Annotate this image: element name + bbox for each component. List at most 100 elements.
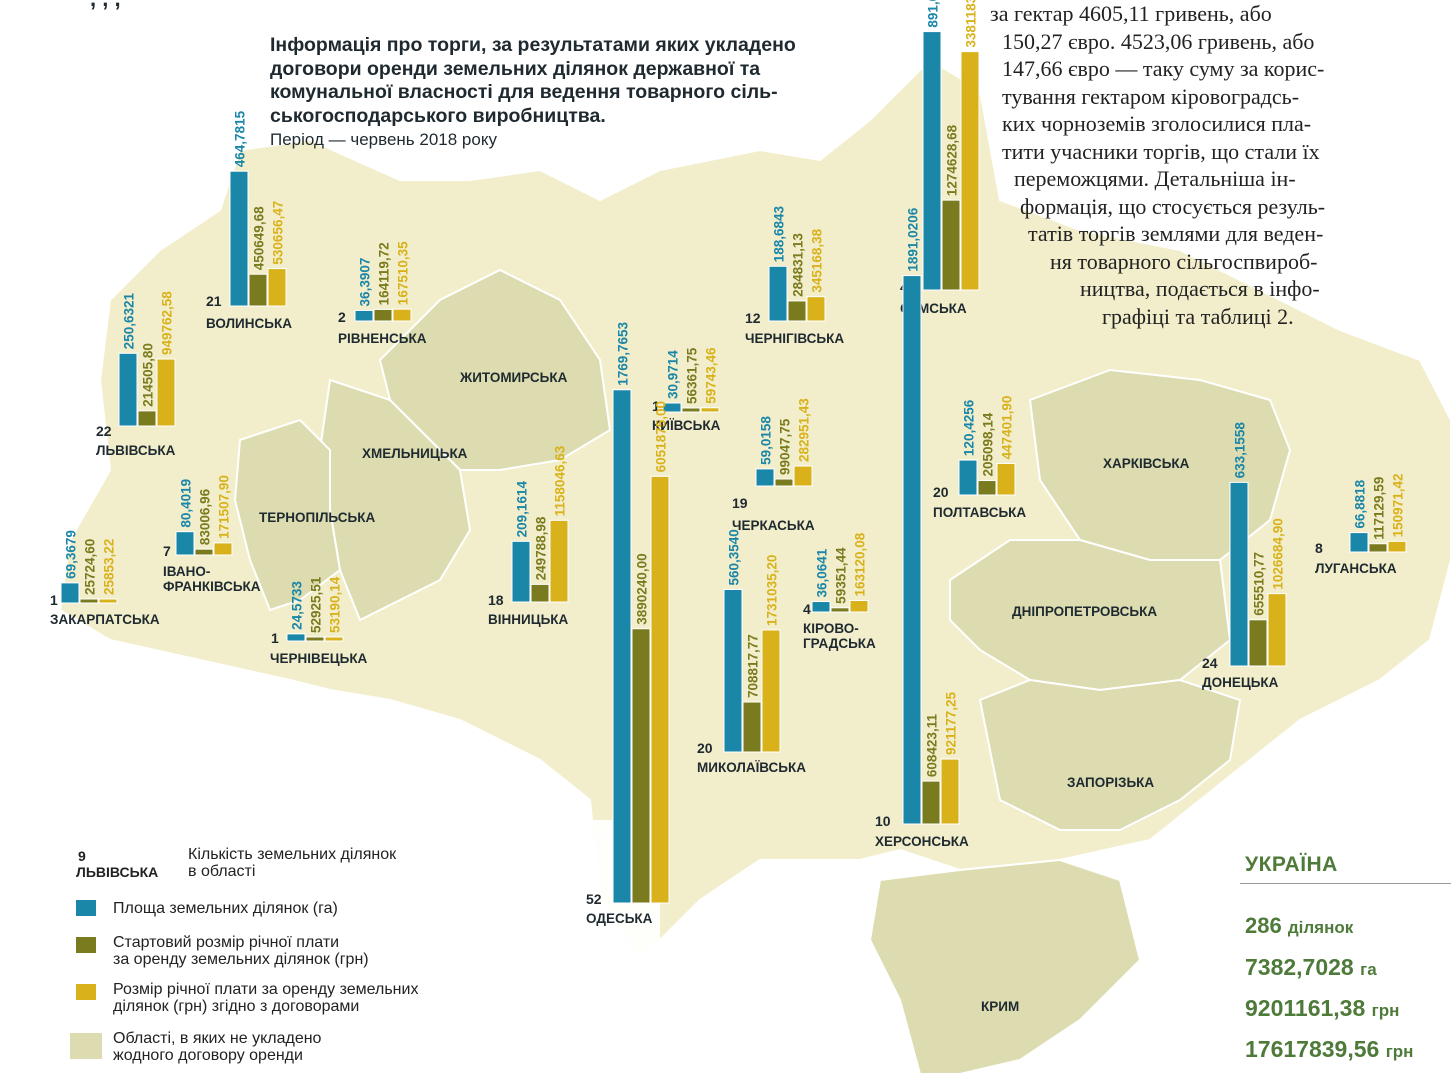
summary-plots: 286 ділянок <box>1245 913 1354 938</box>
count-рівненська: 2 <box>338 309 346 325</box>
bar-label-херсонська-start: 608423,11 <box>925 714 940 778</box>
bar-label-херсонська-area: 1891,0206 <box>906 207 921 271</box>
bar-label-одеська-start: 3890240,00 <box>635 553 650 624</box>
region-name-вінницька: ВІННИЦЬКА <box>488 612 569 627</box>
region-name-миколаївська: МИКОЛАЇВСЬКА <box>697 760 806 775</box>
bar-київська-start <box>681 407 701 413</box>
bar-label-волинська-start: 450649,68 <box>252 206 267 270</box>
bar-label-чернігівська-area: 188,6843 <box>772 205 787 262</box>
bar-чернігівська-area <box>768 265 788 322</box>
bar-label-кіровоградська-start: 59351,44 <box>834 547 849 604</box>
count-черкаська: 19 <box>732 495 748 511</box>
bar-волинська-start <box>248 273 268 307</box>
count-донецька: 24 <box>1202 655 1218 671</box>
summary-contract: 17617839,56 грн <box>1245 1036 1414 1062</box>
bar-label-рівненська-contract: 167510,35 <box>396 241 411 305</box>
bar-одеська-area <box>612 389 632 904</box>
bar-сумська-start <box>941 199 961 291</box>
top-cropped-line: , , , <box>90 0 121 12</box>
bar-label-донецька-contract: 1026684,90 <box>1271 518 1286 589</box>
inactive-region-дніпропетровська: ДНІПРОПЕТРОВСЬКА <box>1012 604 1157 619</box>
bar-полтавська-contract <box>996 462 1016 496</box>
bar-label-миколаївська-contract: 1731035,20 <box>765 555 780 626</box>
chart-title: Інформація про торги, за результатами як… <box>270 34 796 127</box>
summary-area: 7382,7028 га <box>1245 954 1377 980</box>
bar-кіровоградська-start <box>830 607 850 613</box>
bar-одеська-contract <box>650 475 670 904</box>
count-херсонська: 10 <box>875 813 891 829</box>
bar-label-полтавська-start: 205098,14 <box>981 412 996 476</box>
count-закарпатська: 1 <box>50 592 58 608</box>
legend-example-count: 9 <box>78 848 86 864</box>
bar-label-донецька-area: 633,1558 <box>1233 422 1248 479</box>
region-name-чернівецька: ЧЕРНІВЕЦЬКА <box>270 651 368 666</box>
bar-херсонська-area <box>902 275 922 825</box>
bar-сумська-contract <box>960 51 980 291</box>
bar-label-івано-франківська-contract: 171507,90 <box>217 475 232 539</box>
bar-волинська-contract <box>267 268 287 307</box>
bar-label-рівненська-area: 36,3907 <box>358 258 373 307</box>
bar-івано-франківська-contract <box>213 542 233 556</box>
bar-волинська-area <box>229 170 249 307</box>
region-name-полтавська: ПОЛТАВСЬКА <box>933 505 1026 520</box>
bar-label-київська-contract: 59743,46 <box>704 347 719 404</box>
bar-київська-contract <box>700 407 720 413</box>
bar-label-херсонська-contract: 921177,25 <box>944 691 959 755</box>
bar-label-черкаська-contract: 282951,43 <box>797 398 812 462</box>
count-івано-франківська: 7 <box>163 543 171 559</box>
bar-львівська-contract <box>156 358 176 427</box>
map-background <box>58 58 1451 1074</box>
bar-label-івано-франківська-start: 83006,96 <box>198 488 213 545</box>
count-волинська: 21 <box>206 293 222 309</box>
bar-label-львівська-contract: 949762,58 <box>160 291 175 355</box>
region-name-кіровоградська: КІРОВО- <box>803 621 859 636</box>
summary-start: 9201161,38 грн <box>1245 995 1400 1021</box>
bar-label-луганська-start: 117129,59 <box>1372 477 1387 540</box>
bar-label-львівська-area: 250,6321 <box>122 293 137 350</box>
bar-label-полтавська-contract: 447401,90 <box>1000 396 1015 460</box>
bar-label-закарпатська-start: 25724,60 <box>83 539 98 595</box>
bar-черкаська-start <box>774 478 794 487</box>
period-text: Період — червень 2018 року <box>270 130 497 149</box>
legend-area-swatch <box>76 900 96 916</box>
region-name-івано-франківська-1: ФРАНКІВСЬКА <box>163 579 261 594</box>
bar-label-чернівецька-area: 24,5733 <box>290 581 305 630</box>
bar-label-кіровоградська-area: 36,0641 <box>815 548 830 597</box>
region-name-івано-франківська: ІВАНО- <box>163 564 210 579</box>
region-name-закарпатська: ЗАКАРПАТСЬКА <box>50 612 160 627</box>
bar-label-київська-start: 56361,75 <box>685 347 700 404</box>
bar-label-закарпатська-contract: 25853,22 <box>102 539 117 595</box>
bar-label-вінницька-start: 249788,98 <box>534 516 549 580</box>
legend-inactive-swatch <box>70 1033 102 1059</box>
region-name-одеська: ОДЕСЬКА <box>586 911 653 926</box>
bar-кіровоградська-contract <box>849 600 869 613</box>
bar-label-сумська-start: 1274628,68 <box>945 124 960 196</box>
bar-label-вінницька-contract: 1158046,63 <box>553 445 568 516</box>
count-одеська: 52 <box>586 891 602 907</box>
bar-label-луганська-contract: 150971,42 <box>1391 474 1406 538</box>
bar-label-волинська-area: 464,7815 <box>233 110 248 167</box>
bar-донецька-start <box>1248 619 1268 667</box>
bar-label-луганська-area: 66,8818 <box>1353 479 1368 528</box>
region-name-донецька: ДОНЕЦЬКА <box>1202 675 1279 690</box>
bar-label-сумська-contract: 3381183,25 <box>964 0 979 48</box>
bar-вінницька-area <box>511 540 531 603</box>
legend-inactive-label: Області, в яких не укладено жодного дого… <box>113 1030 322 1064</box>
legend-panel <box>0 820 660 1074</box>
bar-label-чернівецька-contract: 53190,14 <box>328 576 343 633</box>
bar-луганська-area <box>1349 532 1369 553</box>
bar-чернігівська-contract <box>806 296 826 322</box>
legend-start-label: Стартовий розмір річної плати за оренду … <box>113 934 369 968</box>
bar-рівненська-contract <box>392 308 412 322</box>
bar-чернівецька-start <box>305 636 325 642</box>
summary-title: УКРАЇНА <box>1245 853 1338 876</box>
bar-львівська-start <box>137 410 157 427</box>
count-вінницька: 18 <box>488 592 504 608</box>
bar-івано-франківська-area <box>175 531 195 556</box>
inactive-region-житомирська: ЖИТОМИРСЬКА <box>459 370 568 385</box>
bar-label-черкаська-start: 99047,75 <box>778 418 793 475</box>
bar-label-київська-area: 30,9714 <box>666 350 681 399</box>
bar-label-чернігівська-start: 284831,13 <box>791 233 806 297</box>
legend-count-desc: Кількість земельних ділянок в області <box>188 846 397 880</box>
bar-label-кіровоградська-contract: 163120,08 <box>853 532 868 596</box>
